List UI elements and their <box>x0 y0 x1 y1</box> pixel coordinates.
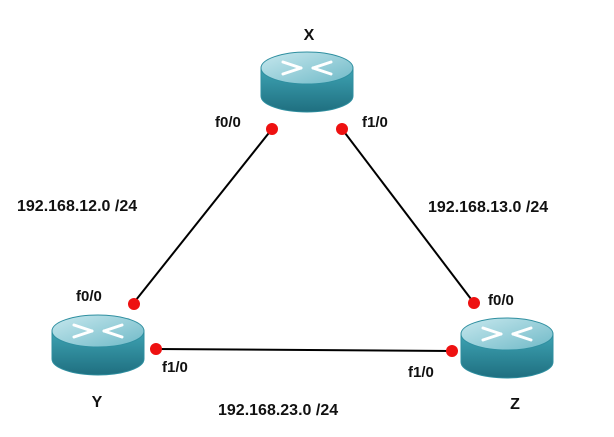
port-dot-x-f1-0[interactable] <box>336 123 348 135</box>
network-label-y-z: 192.168.23.0 /24 <box>218 402 338 419</box>
link-x-y[interactable] <box>131 128 273 306</box>
router-name-x: X <box>304 27 315 44</box>
network-label-x-z: 192.168.13.0 /24 <box>428 199 548 216</box>
port-dot-z-f1-0[interactable] <box>446 345 458 357</box>
links <box>131 128 475 352</box>
iface-label-y-f1-0: f1/0 <box>162 359 188 376</box>
port-dot-y-f1-0[interactable] <box>150 343 162 355</box>
port-dots <box>128 123 480 357</box>
link-x-z[interactable] <box>341 128 475 304</box>
iface-label-x-f0-0: f0/0 <box>215 114 241 131</box>
port-dot-x-f0-0[interactable] <box>266 123 278 135</box>
router-z[interactable] <box>460 317 554 379</box>
port-dot-z-f0-0[interactable] <box>468 297 480 309</box>
network-label-x-y: 192.168.12.0 /24 <box>17 198 137 215</box>
router-x[interactable] <box>260 51 354 113</box>
iface-label-y-f0-0: f0/0 <box>76 288 102 305</box>
router-name-y: Y <box>92 394 103 411</box>
link-y-z[interactable] <box>155 348 453 352</box>
iface-label-x-f1-0: f1/0 <box>362 114 388 131</box>
router-name-z: Z <box>510 396 520 413</box>
router-icon <box>460 317 554 379</box>
router-y[interactable] <box>51 314 145 376</box>
iface-label-z-f1-0: f1/0 <box>408 364 434 381</box>
port-dot-y-f0-0[interactable] <box>128 298 140 310</box>
router-icon <box>51 314 145 376</box>
iface-label-z-f0-0: f0/0 <box>488 292 514 309</box>
router-icon <box>260 51 354 113</box>
